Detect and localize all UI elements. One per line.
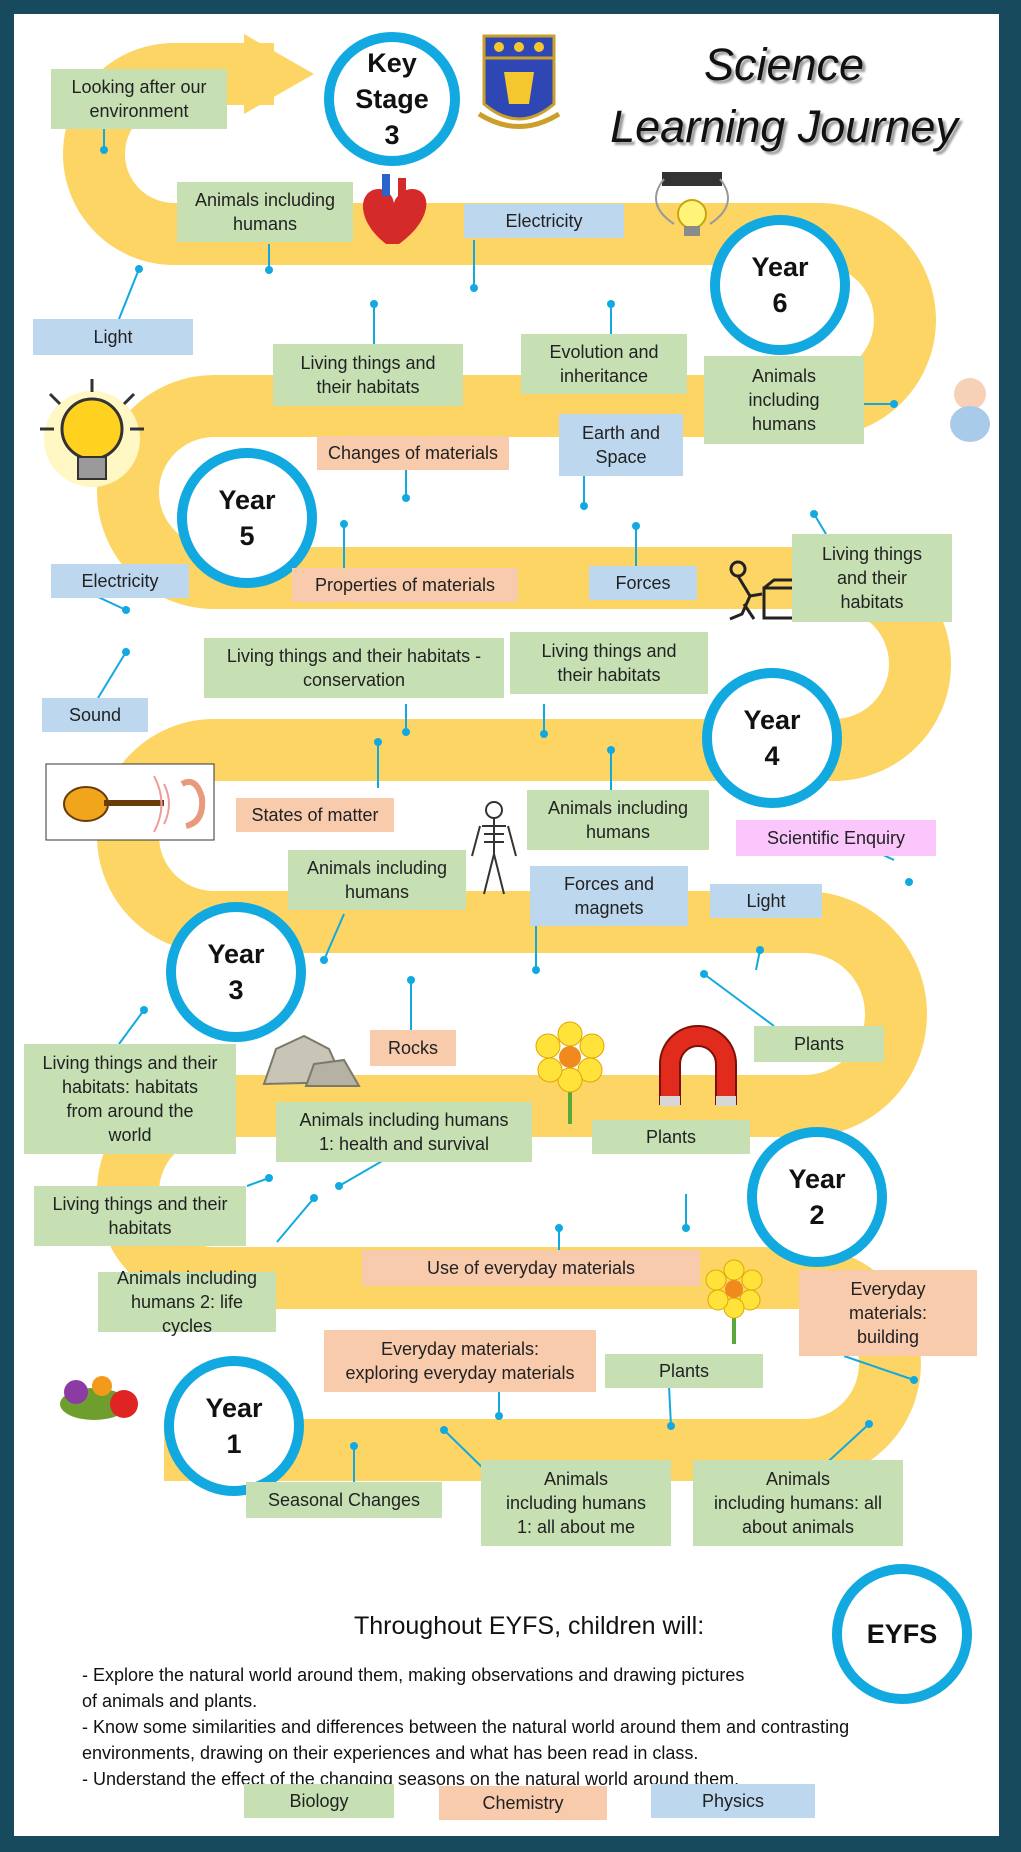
journey-road xyxy=(40,34,990,1482)
stage-year-6: Year 6 xyxy=(710,215,850,355)
topic-y4-living-things-conservation: Living things and their habitats - conse… xyxy=(204,638,504,698)
stage-year-5: Year 5 xyxy=(177,448,317,588)
rocks-icon xyxy=(262,1034,361,1087)
topic-y1-all-about-animals: Animals including humans: all about anim… xyxy=(693,1460,903,1546)
topic-y5-animals-including-humans: Animals including humans xyxy=(704,356,864,444)
topic-y4-animals-including-humans: Animals including humans xyxy=(527,790,709,850)
lightbulb-icon xyxy=(40,379,144,487)
legend-physics: Physics xyxy=(651,1784,815,1818)
topic-y4-sound: Sound xyxy=(42,698,148,732)
topic-y5-living-things: Living things and their habitats xyxy=(792,534,952,622)
legend-biology: Biology xyxy=(244,1784,394,1818)
stage-key-stage-3: Key Stage 3 xyxy=(324,32,460,166)
topic-y3-animals-including-humans: Animals including humans xyxy=(288,850,466,910)
topic-y1-all-about-me: Animals including humans 1: all about me xyxy=(481,1460,671,1546)
topic-y2-habitats-around-world: Living things and their habitats: habita… xyxy=(24,1044,236,1154)
eyfs-point-2: - Know some similarities and differences… xyxy=(82,1717,850,1763)
heart-icon xyxy=(362,174,427,244)
topic-y1-everyday-materials-building: Everyday materials: building xyxy=(799,1270,977,1356)
circuit-bulb-icon xyxy=(655,172,729,236)
topic-y5-forces: Forces xyxy=(589,566,697,600)
stage-year-3: Year 3 xyxy=(166,902,306,1042)
topic-y6-animals-including-humans: Animals including humans xyxy=(177,182,353,242)
topic-y6-light: Light xyxy=(33,319,193,355)
topic-y6-evolution-inheritance: Evolution and inheritance xyxy=(521,334,687,394)
topic-y4-states-of-matter: States of matter xyxy=(236,798,394,832)
connector-dots xyxy=(100,146,918,1450)
topic-looking-after-environment: Looking after our environment xyxy=(51,69,227,129)
topic-y2-living-things: Living things and their habitats xyxy=(34,1186,246,1246)
title-line-1: Science xyxy=(703,39,865,90)
topic-y6-living-things: Living things and their habitats xyxy=(273,344,463,406)
fruit-vegetables-icon xyxy=(60,1376,138,1420)
magnet-icon xyxy=(659,1025,737,1106)
topic-y3-plants: Plants xyxy=(754,1026,884,1062)
topic-y4-living-things: Living things and their habitats xyxy=(510,632,708,694)
baby-icon xyxy=(950,378,990,442)
eyfs-point-1: - Explore the natural world around them,… xyxy=(82,1665,745,1711)
skeleton-icon xyxy=(471,801,517,895)
flower-icon xyxy=(535,1021,605,1124)
guitar-ear-icon xyxy=(45,763,215,841)
connector-lines xyxy=(95,104,915,1482)
flower-icon xyxy=(705,1259,763,1344)
topic-y5-changes-of-materials: Changes of materials xyxy=(317,436,509,470)
topic-y2-use-of-everyday-materials: Use of everyday materials xyxy=(362,1250,700,1286)
stage-year-1: Year 1 xyxy=(164,1356,304,1496)
road-arrowhead xyxy=(244,34,314,114)
topic-y3-light: Light xyxy=(710,884,822,918)
topic-y1-exploring-everyday-materials: Everyday materials: exploring everyday m… xyxy=(324,1330,596,1392)
topic-y6-electricity: Electricity xyxy=(464,204,624,238)
topic-y5-earth-and-space: Earth and Space xyxy=(559,414,683,476)
topic-y2-life-cycles: Animals including humans 2: life cycles xyxy=(98,1268,276,1336)
title-line-2: Learning Journey xyxy=(610,101,958,152)
eyfs-heading: Throughout EYFS, children will: xyxy=(354,1612,705,1640)
learning-journey-poster: Science Learning Journey Key Stage 3 Yea… xyxy=(14,14,999,1836)
stage-eyfs: EYFS xyxy=(832,1564,972,1704)
topic-y2-health-and-survival: Animals including humans 1: health and s… xyxy=(276,1102,532,1162)
legend-chemistry: Chemistry xyxy=(439,1786,607,1820)
topic-y5-properties-of-materials: Properties of materials xyxy=(292,568,518,602)
eyfs-points: - Explore the natural world around them,… xyxy=(82,1662,942,1792)
topic-y3-rocks: Rocks xyxy=(370,1030,456,1066)
topic-y1-plants: Plants xyxy=(605,1354,763,1388)
topic-y2-plants: Plants xyxy=(592,1120,750,1154)
topic-y4-scientific-enquiry: Scientific Enquiry xyxy=(736,820,936,856)
topic-y4-electricity: Electricity xyxy=(51,564,189,598)
topic-y1-seasonal-changes: Seasonal Changes xyxy=(246,1482,442,1518)
page-title: Science Learning Journey xyxy=(574,34,994,158)
stage-year-4: Year 4 xyxy=(702,668,842,808)
stage-year-2: Year 2 xyxy=(747,1127,887,1267)
school-crest-icon xyxy=(477,34,561,129)
topic-y3-forces-and-magnets: Forces and magnets xyxy=(530,866,688,926)
